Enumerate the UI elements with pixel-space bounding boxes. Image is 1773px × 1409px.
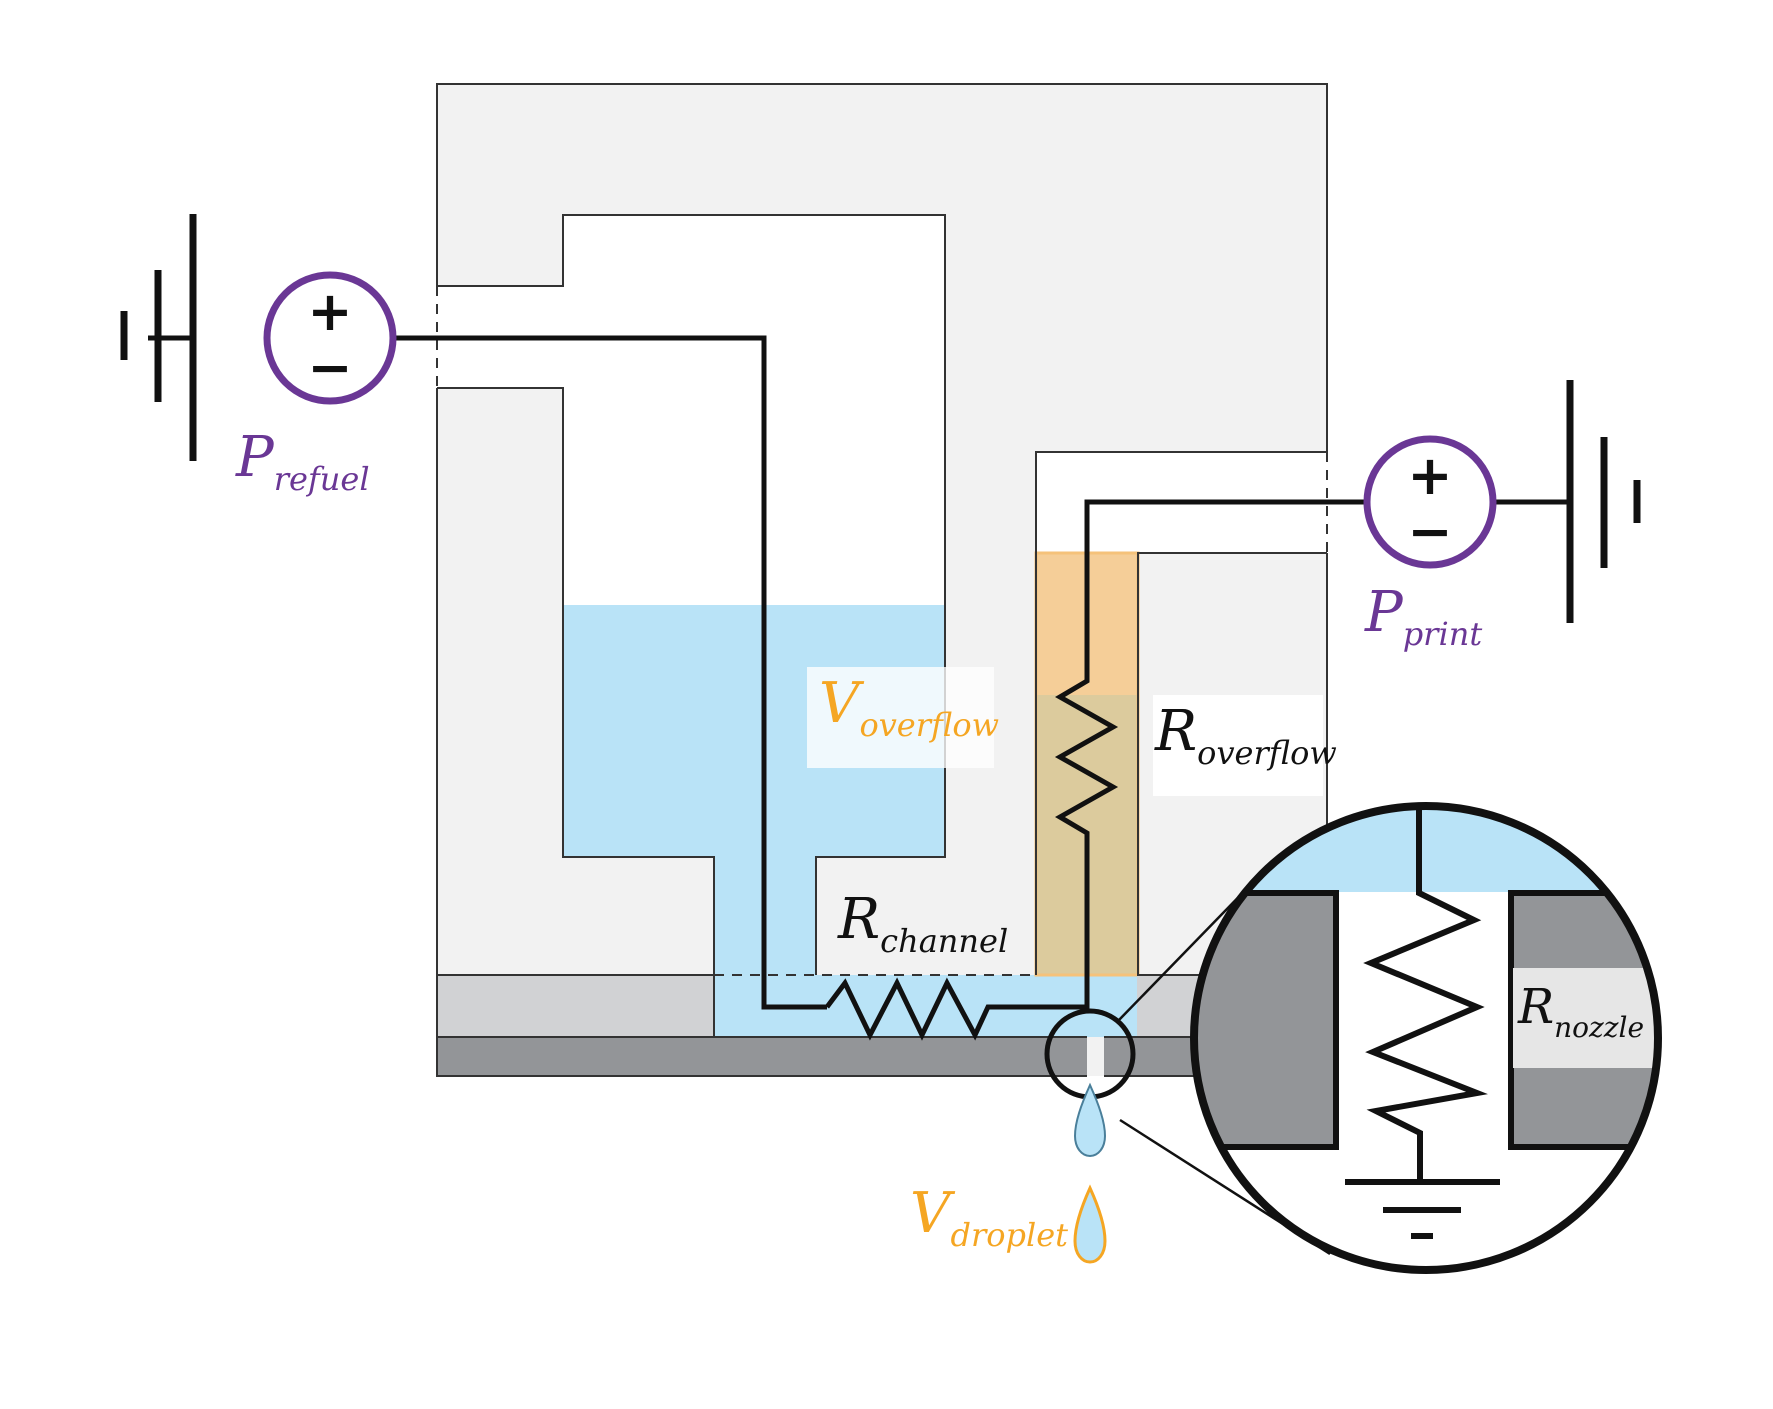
r-nozzle-label: Rnozzle (1517, 979, 1644, 1044)
wire-refuel (395, 335, 827, 1010)
circuit-wires (148, 335, 1570, 1041)
print-minus: − (1407, 500, 1452, 563)
v-overflow-label-bg (807, 667, 994, 768)
refuel-source: + − (263, 271, 397, 405)
droplet-icon (1073, 1082, 1107, 1158)
r-nozzle-label-bg (1513, 968, 1658, 1068)
resistor-channel (825, 975, 1090, 1041)
print-plus: + (1407, 444, 1452, 507)
refuel-ground-icon (120, 214, 197, 461)
nozzle-plate-left (437, 1037, 1087, 1076)
nozzle-ground-icon (1345, 1179, 1500, 1239)
refuel-plus: + (307, 280, 352, 343)
r-channel-label: Rchannel (837, 887, 1008, 960)
light-plate-left (437, 975, 714, 1037)
print-source-icon (1363, 435, 1497, 569)
droplet-legend-icon (1073, 1184, 1107, 1264)
p-refuel-label: Prefuel (235, 425, 370, 498)
print-ground-icon (1566, 380, 1641, 623)
refuel-channel-upper (563, 215, 945, 605)
print-source: + − (1363, 435, 1497, 569)
r-overflow-label-bg (1153, 695, 1323, 796)
device-outline (436, 83, 1328, 1077)
v-droplet-label: Vdroplet (910, 1181, 1068, 1254)
fluid-reservoir (563, 605, 1137, 1037)
p-print-label: Pprint (1364, 580, 1482, 653)
refuel-source-icon (263, 271, 397, 405)
refuel-minus: − (307, 336, 352, 399)
v-overflow-label: Voverflow (819, 671, 999, 744)
r-overflow-label: Roverflow (1154, 699, 1337, 772)
wire-overflow (1054, 499, 1366, 975)
resistor-nozzle (1363, 806, 1488, 1182)
